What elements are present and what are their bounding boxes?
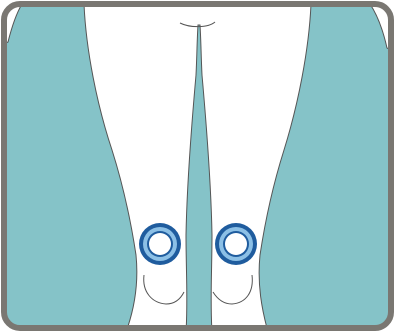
knee-marker-right — [215, 223, 257, 265]
knee-marker-left — [139, 223, 181, 265]
background-panel — [4, 4, 391, 328]
